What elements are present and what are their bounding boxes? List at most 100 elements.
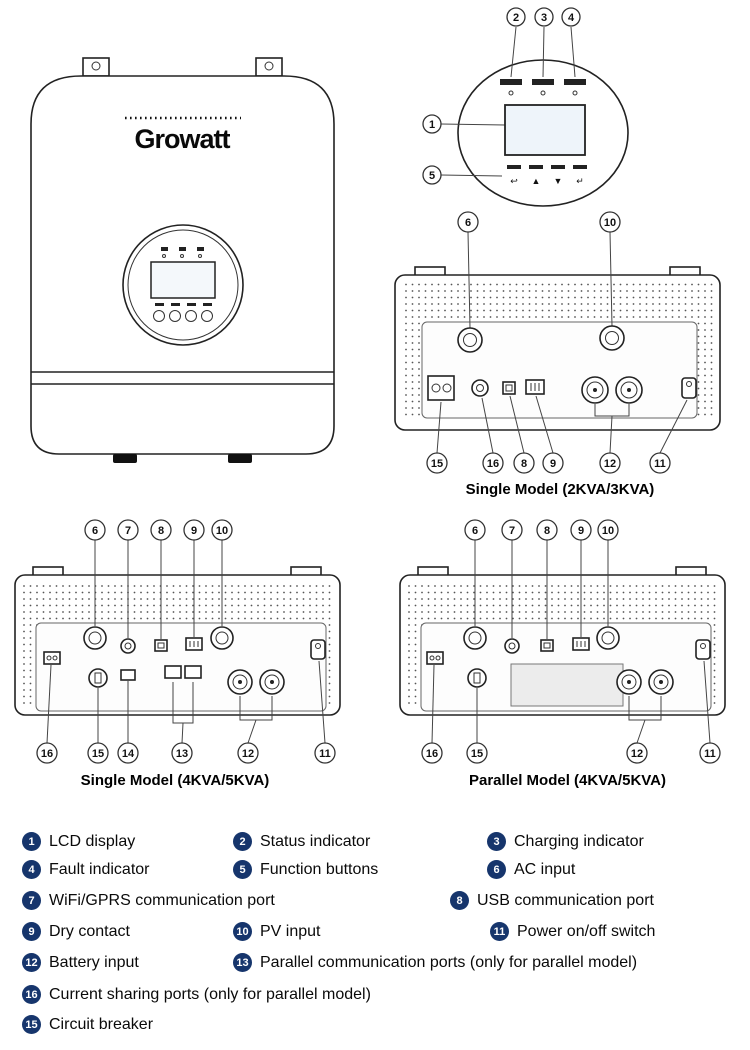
front-function-buttons[interactable] [153, 303, 213, 322]
function-buttons[interactable]: ↩ ▲ ▼ ↵ [507, 165, 587, 186]
callout-9: 9 [542, 452, 564, 474]
legend-label: Circuit breaker [49, 1015, 154, 1033]
usb-port [502, 381, 516, 395]
caption-parallel: Parallel Model (4KVA/5KVA) [469, 772, 666, 789]
callout-11: 11 [699, 742, 721, 764]
legend-number-badge: 4 [22, 860, 41, 879]
svg-text:10: 10 [604, 217, 616, 229]
svg-text:8: 8 [544, 525, 550, 537]
growatt-logo: Growatt [125, 116, 241, 154]
parallel-board-cover [510, 663, 624, 707]
callout-9: 9 [570, 519, 592, 541]
front-lcd-panel [122, 224, 244, 346]
status-indicator-bars [500, 79, 586, 96]
down-button-icon[interactable]: ▼ [554, 176, 563, 186]
svg-text:6: 6 [472, 525, 478, 537]
legend-number-badge: 11 [490, 922, 509, 941]
legend-item-parallel-comm-ports: 13 Parallel communication ports (only fo… [233, 953, 637, 972]
callout-7: 7 [117, 519, 139, 541]
legend-number-badge: 8 [450, 891, 469, 910]
callout-15: 15 [87, 742, 109, 764]
callout-4: 4 [561, 7, 581, 27]
caption-single-small: Single Model (2KVA/3KVA) [465, 481, 655, 498]
svg-text:12: 12 [604, 458, 616, 470]
callout-15: 15 [426, 452, 448, 474]
circuit-breaker[interactable] [467, 668, 487, 688]
callout-16: 16 [36, 742, 58, 764]
up-button-icon[interactable]: ▲ [532, 176, 541, 186]
front-bottom-band [31, 371, 334, 385]
callout-lines [431, 540, 711, 744]
circuit-breaker[interactable] [88, 668, 108, 688]
dry-contact-port [572, 637, 590, 651]
callout-16: 16 [421, 742, 443, 764]
callout-11: 11 [649, 452, 671, 474]
svg-text:3: 3 [541, 12, 547, 24]
legend-item-ac-input: 6 AC input [487, 860, 575, 879]
legend-number-badge: 6 [487, 860, 506, 879]
svg-text:15: 15 [92, 748, 104, 760]
svg-text:12: 12 [242, 748, 254, 760]
callout-5: 5 [422, 165, 442, 185]
current-sharing-port [43, 651, 61, 665]
legend-item-charging-indicator: 3 Charging indicator [487, 832, 644, 851]
legend-label: WiFi/GPRS communication port [49, 891, 275, 909]
enter-button-icon[interactable]: ↵ [576, 176, 584, 186]
callout-6: 6 [84, 519, 106, 541]
ac-input-port [83, 626, 107, 650]
power-switch[interactable] [310, 639, 326, 660]
callout-15: 15 [466, 742, 488, 764]
svg-text:7: 7 [509, 525, 515, 537]
legend-label: LCD display [49, 832, 136, 850]
power-switch[interactable] [681, 377, 697, 399]
mounting-tabs [82, 57, 283, 77]
callout-2: 2 [506, 7, 526, 27]
legend-number-badge: 12 [22, 953, 41, 972]
legend-label: Status indicator [260, 832, 371, 850]
svg-text:11: 11 [319, 748, 331, 760]
legend-label: Battery input [49, 953, 139, 971]
legend-label: USB communication port [477, 891, 654, 909]
legend-item-pv-input: 10 PV input [233, 922, 320, 941]
callout-lines [46, 540, 326, 744]
battery-terminals [581, 376, 643, 404]
current-sharing-port [471, 379, 489, 397]
legend-item-status-indicator: 2 Status indicator [233, 832, 370, 851]
svg-text:9: 9 [578, 525, 584, 537]
esc-button-icon[interactable]: ↩ [510, 176, 518, 186]
legend-item-usb-port: 8 USB communication port [450, 891, 654, 910]
ac-input-port [457, 327, 483, 353]
usb-port [154, 639, 168, 652]
svg-text:1: 1 [429, 119, 435, 131]
svg-text:5: 5 [429, 170, 435, 182]
svg-text:6: 6 [92, 525, 98, 537]
sharing-port-14 [120, 669, 136, 681]
callout-10: 10 [599, 211, 621, 233]
legend-label: Function buttons [260, 860, 379, 878]
power-switch[interactable] [695, 639, 711, 660]
callout-12: 12 [599, 452, 621, 474]
callout-6: 6 [457, 211, 479, 233]
front-indicator-icons [161, 247, 204, 258]
parallel-bottom-view: 6 7 8 9 10 16 15 12 11 [399, 519, 726, 764]
brand-logo-text: Growatt [134, 124, 230, 154]
parallel-comm-ports [164, 665, 202, 679]
legend-item-function-buttons: 5 Function buttons [233, 860, 378, 879]
svg-text:4: 4 [568, 12, 575, 24]
battery-terminals [616, 669, 674, 695]
legend-item-power-switch: 11 Power on/off switch [490, 922, 655, 941]
callout-8: 8 [513, 452, 535, 474]
svg-text:6: 6 [465, 217, 471, 229]
legend-item-circuit-breaker: 15 Circuit breaker [22, 1015, 153, 1034]
current-sharing-port [426, 651, 444, 665]
callout-lines [436, 231, 688, 454]
front-feet [113, 454, 252, 463]
callout-13: 13 [171, 742, 193, 764]
inverter-front-view: Growatt [30, 57, 335, 463]
dry-contact-port [185, 637, 203, 651]
circuit-breaker[interactable] [427, 375, 455, 401]
svg-text:10: 10 [602, 525, 614, 537]
svg-text:8: 8 [158, 525, 164, 537]
wifi-gprs-port [120, 638, 136, 654]
legend-item-lcd-display: 1 LCD display [22, 832, 135, 851]
